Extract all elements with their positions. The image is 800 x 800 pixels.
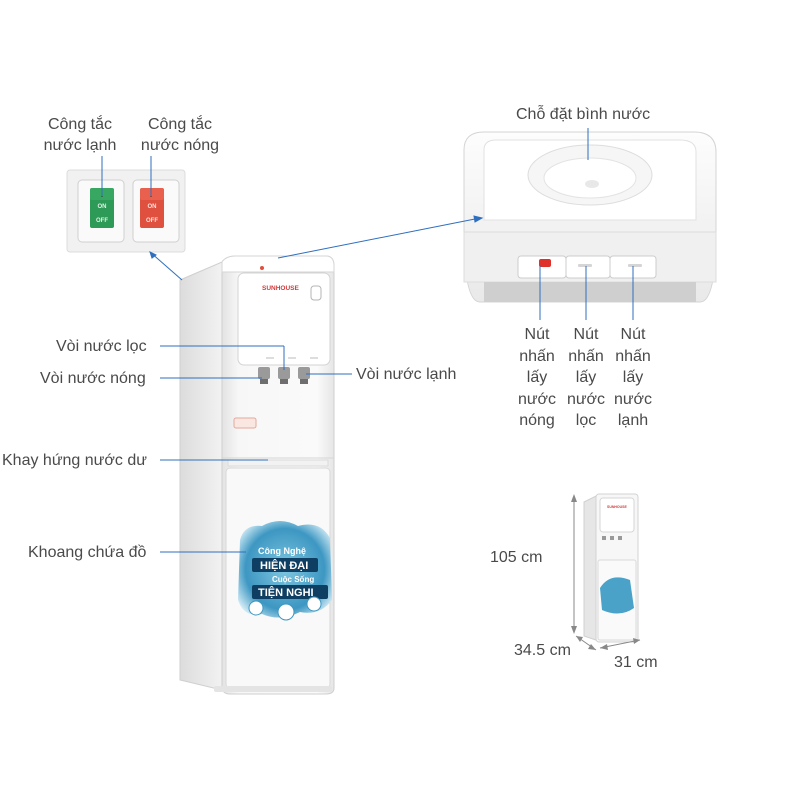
label-btn-filtered-2: nhấn	[568, 347, 604, 365]
dimension-depth: 34.5 cm	[514, 642, 571, 659]
label-btn-cold-1: Nút	[620, 326, 646, 343]
switch-panel-inset: ON OFF ON OFF	[66, 169, 186, 253]
label-btn-filtered-3: lấy	[575, 369, 597, 386]
sticker-line4: TIỆN NGHI	[258, 586, 314, 599]
top-detail-inset	[463, 131, 717, 303]
brand-logo: SUNHOUSE	[262, 285, 300, 292]
hot-off-text: OFF	[146, 218, 158, 224]
cold-on-text: ON	[98, 204, 107, 210]
label-storage: Khoang chứa đồ	[28, 544, 147, 561]
label-cold-switch-line2: nước lạnh	[43, 137, 117, 154]
label-btn-filtered-4: nước	[566, 390, 606, 408]
svg-text:SUNHOUSE: SUNHOUSE	[607, 505, 628, 509]
label-btn-hot-4: nước	[517, 390, 557, 408]
label-cold-tap: Vòi nước lạnh	[356, 366, 457, 383]
label-btn-cold: Nút nhấn lấy nước lạnh	[611, 324, 655, 432]
label-btn-hot-1: Nút	[524, 326, 550, 343]
label-hot-switch: Công tắc nước nóng	[134, 114, 226, 156]
sticker-line3: Cuộc Sống	[272, 575, 314, 584]
label-btn-filtered-5: lọc	[575, 412, 597, 429]
label-btn-cold-5: lạnh	[617, 412, 649, 429]
cold-off-text: OFF	[96, 218, 108, 224]
dimension-height: 105 cm	[490, 549, 543, 566]
label-bottle-seat: Chỗ đặt bình nước	[516, 106, 651, 123]
dimension-illustration: SUNHOUSE	[571, 493, 641, 651]
water-dispenser: SUNHOUSE Công Nghệ HIỆN ĐẠI Cuộc Sống TI…	[179, 255, 335, 695]
label-btn-hot: Nút nhấn lấy nước nóng	[515, 324, 559, 432]
label-cold-switch: Công tắc nước lạnh	[38, 114, 122, 156]
hot-on-text: ON	[148, 204, 157, 210]
label-btn-cold-2: nhấn	[615, 347, 651, 365]
label-cold-switch-line1: Công tắc	[47, 116, 113, 133]
label-drip-tray: Khay hứng nước dư	[2, 452, 147, 469]
label-filtered-tap: Vòi nước lọc	[56, 338, 147, 355]
label-hot-switch-line2: nước nóng	[140, 137, 220, 154]
label-btn-hot-2: nhấn	[519, 347, 555, 365]
label-btn-cold-4: nước	[613, 390, 653, 408]
sticker-line1: Công Nghệ	[258, 546, 306, 556]
label-hot-tap: Vòi nước nóng	[40, 370, 146, 387]
hot-button-icon	[539, 259, 551, 267]
label-btn-hot-5: nóng	[519, 412, 555, 429]
leader-lines	[101, 128, 634, 553]
sticker-line2: HIỆN ĐẠI	[260, 559, 308, 572]
promo-sticker: Công Nghệ HIỆN ĐẠI Cuộc Sống TIỆN NGHI	[238, 521, 332, 621]
dimension-width: 31 cm	[614, 654, 658, 671]
label-btn-filtered-1: Nút	[573, 326, 599, 343]
label-btn-hot-3: lấy	[526, 369, 548, 386]
label-btn-cold-3: lấy	[622, 369, 644, 386]
label-hot-switch-line1: Công tắc	[147, 116, 213, 133]
label-btn-filtered: Nút nhấn lấy nước lọc	[564, 324, 608, 432]
